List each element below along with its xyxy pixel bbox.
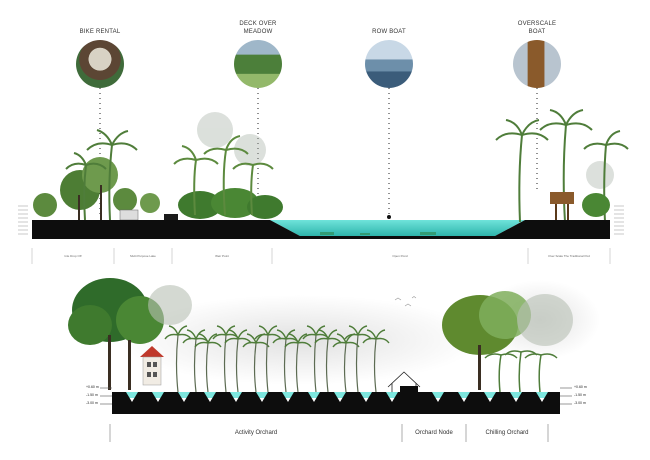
level-left-3: -3.00 m — [86, 401, 98, 405]
top-zone-dividers — [31, 248, 611, 264]
open-pond-water — [270, 220, 525, 236]
top-level-ticks-left — [18, 205, 28, 235]
palm-tree — [194, 333, 222, 393]
misty-trees — [197, 112, 614, 189]
palm-tree — [284, 333, 312, 393]
bottom-level-ticks-left — [100, 387, 112, 405]
palm-tree — [254, 325, 282, 393]
level-right-3: -3.00 m — [574, 401, 586, 405]
left-orchard-trees — [68, 278, 192, 390]
bike-rental-label: BIKE RENTAL — [79, 29, 121, 35]
top-left-palms — [65, 129, 138, 221]
zone-activity-orchard: Activity Orchard — [234, 430, 278, 436]
birds — [394, 296, 417, 307]
zone-multi-purpose-lake: Multi Purpose Lake — [130, 254, 156, 258]
zone-open-pond: Open Pond — [392, 254, 408, 258]
overscale-boat-photo — [513, 40, 561, 88]
zone-overscale-pod: Over Scale The Traditional Pod — [548, 254, 590, 258]
top-level-ticks-right — [614, 205, 624, 235]
top-section — [18, 88, 629, 264]
bottom-section — [68, 278, 600, 442]
palm-tree — [212, 325, 240, 393]
overscale-boat-label: OVERSCALE BOAT — [517, 21, 557, 35]
deck-over-meadow-label: DECK OVER MEADOW — [239, 21, 277, 35]
bottom-level-ticks-right — [560, 387, 572, 405]
row-boat-photo — [365, 40, 413, 88]
zone-chilling-orchard: Chilling Orchard — [485, 430, 529, 436]
bottom-zone-dividers — [109, 424, 549, 442]
row-boat-marker — [387, 215, 391, 219]
deck-meadow-palms — [173, 135, 274, 216]
aquatic-plants — [320, 232, 436, 235]
palm-tree — [242, 333, 270, 393]
watch-tower — [140, 346, 164, 386]
palm-tree — [344, 325, 372, 393]
bike-rental-photo — [76, 40, 124, 88]
callout-leaders — [99, 88, 538, 215]
level-right-2: -1.50 m — [574, 393, 586, 397]
level-left-1: +0.60 m — [86, 385, 99, 389]
palm-tree — [272, 329, 300, 393]
palm-tree — [332, 333, 360, 393]
palm-grove — [164, 325, 390, 393]
zone-weir-point: Weir Point — [215, 254, 229, 258]
deck-over-meadow-photo — [234, 40, 282, 88]
palm-tree — [314, 329, 342, 393]
right-palms — [484, 350, 558, 393]
right-orchard-trees — [442, 291, 573, 390]
top-ground-section — [32, 220, 610, 239]
palm-tree — [302, 325, 330, 393]
palm-tree — [362, 329, 390, 393]
palm-tree — [224, 329, 252, 393]
level-right-1: +0.60 m — [574, 385, 587, 389]
row-boat-label: ROW BOAT — [372, 29, 406, 35]
right-shrub — [582, 193, 610, 217]
bottom-ground-section — [112, 386, 560, 414]
left-tree-cluster — [33, 157, 160, 220]
palm-tree — [182, 329, 210, 393]
level-left-2: -1.50 m — [86, 393, 98, 397]
palm-tree — [164, 325, 192, 393]
zone-inle-drop-off: Inle Drop Off — [64, 254, 82, 258]
zone-orchard-node: Orchard Node — [415, 430, 453, 436]
overscale-boat-structure — [550, 192, 574, 222]
